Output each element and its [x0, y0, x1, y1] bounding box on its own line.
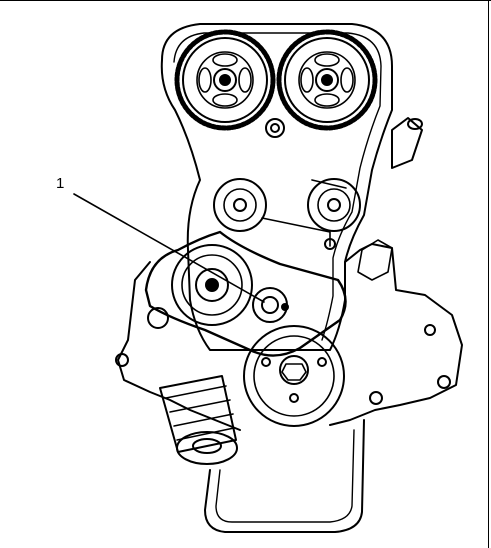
water-pump-housing [357, 239, 393, 281]
callout-1-label: 1 [56, 175, 65, 192]
callout-1-leader [73, 193, 265, 303]
coolant-outlet-opening [407, 118, 423, 130]
oil-filter [159, 375, 238, 465]
timing-cover-inner-outline [173, 32, 382, 341]
oil-pan-inner-outline [215, 429, 355, 523]
coolant-outlet-pipe [391, 117, 423, 169]
block-left-boss [115, 353, 129, 367]
right-idler-pulley [307, 178, 361, 232]
engine-block-left [117, 261, 241, 431]
oil-pan-outline [204, 419, 365, 533]
belt-tensioner-pulley [252, 287, 289, 323]
left-idler-pulley [213, 178, 267, 232]
center-bolt-boss [265, 118, 285, 138]
engine-block-right [329, 243, 463, 426]
crankshaft-pulley [243, 325, 345, 427]
right-camshaft-sprocket [276, 29, 378, 131]
top-border-rule [0, 0, 491, 1]
block-right-mid-boss [424, 324, 436, 336]
block-right-lower-boss [369, 391, 383, 405]
block-left-lower-boss [147, 307, 169, 329]
right-border-rule [488, 0, 489, 548]
accessory-drive-belt [144, 230, 347, 357]
idler-bracket [261, 179, 347, 247]
idler-bracket-bolt [324, 238, 336, 250]
water-pump-pulley [171, 244, 253, 326]
left-camshaft-sprocket [174, 29, 276, 131]
block-right-boss [437, 375, 451, 389]
timing-cover-outline [160, 23, 393, 351]
